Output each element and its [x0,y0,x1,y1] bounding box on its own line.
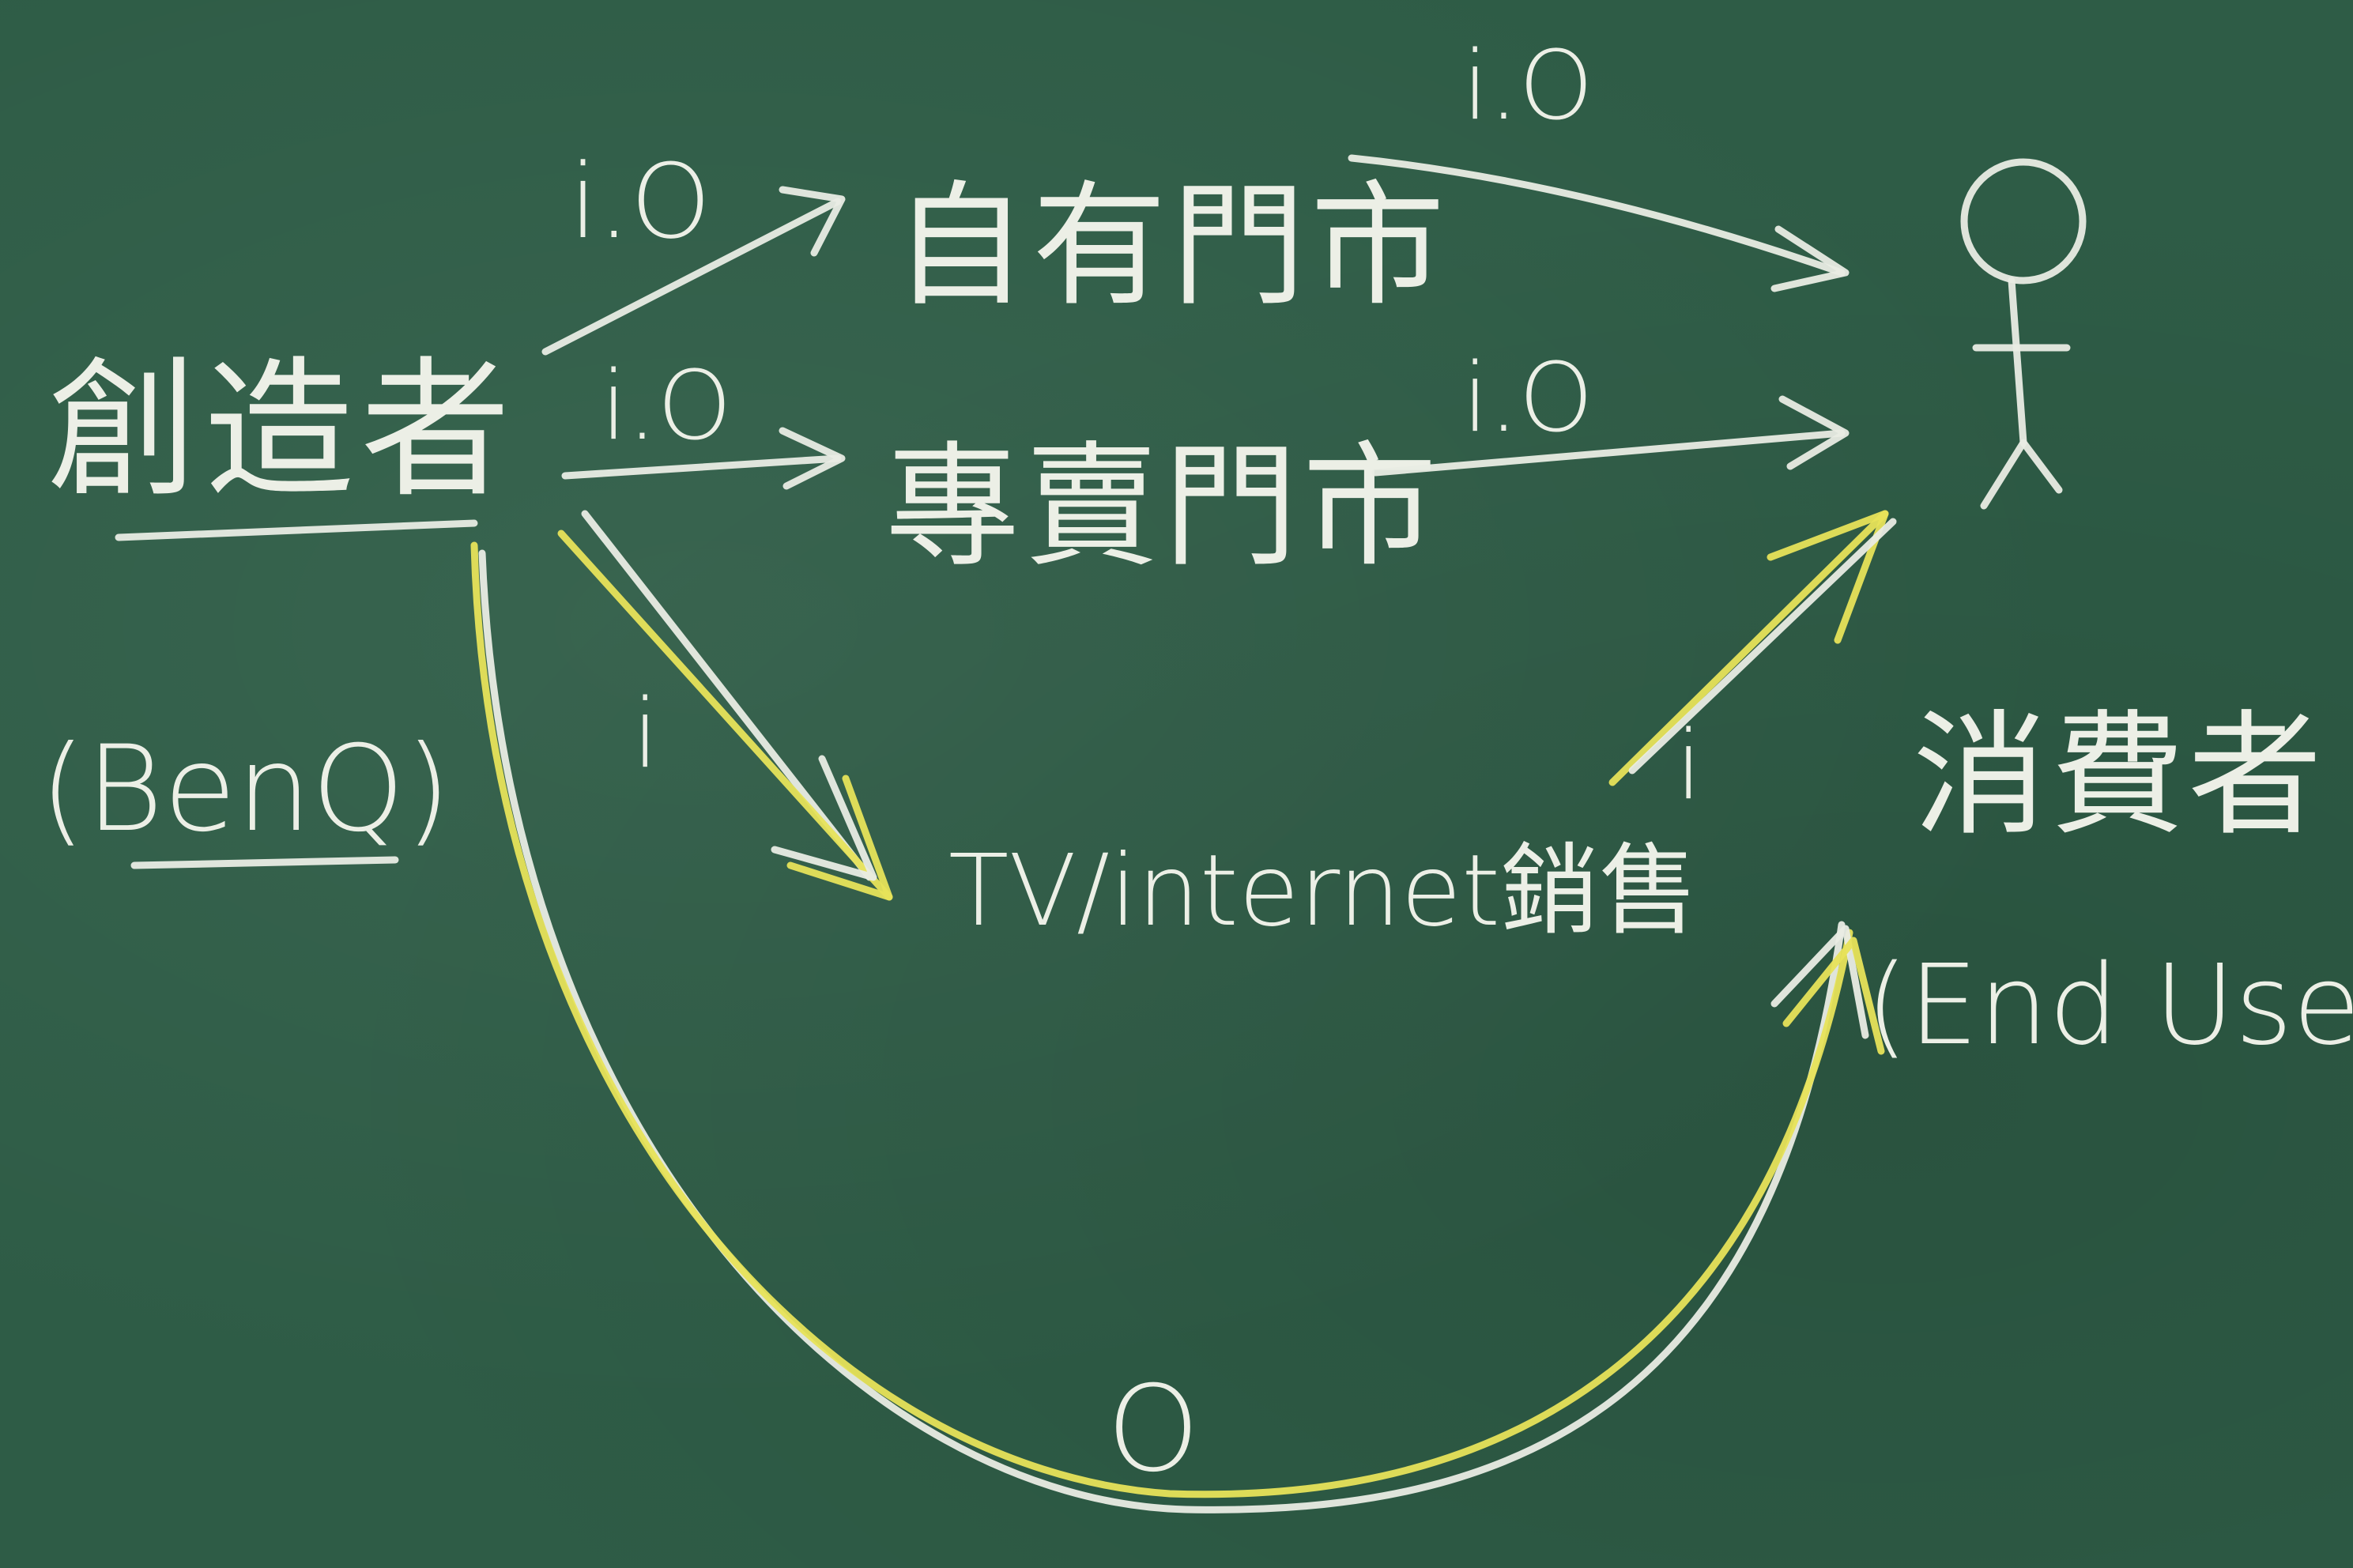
consumer-label: 消費者 [1913,698,2325,854]
retail-store-label: 自有門市 [893,168,1450,325]
node-consumer: 消費者 (End User) [1865,158,2353,1070]
manufacturer-underline [115,519,478,541]
edge-manufacturer-consumer-direct: O [470,541,1885,1513]
edge-label-direct: O [1107,1361,1200,1498]
edge-manufacturer-retail: i.O [541,141,846,356]
node-dealer-store: 專賣門市 [885,429,1442,586]
edge-tv-consumer: i [1608,510,1897,821]
edge-label-manufacturer-retail: i.O [569,141,711,262]
edge-label-manufacturer-dealer: i.O [601,352,732,462]
edge-label-dealer-consumer: i.O [1462,344,1593,454]
node-retail-store: 自有門市 [893,168,1450,325]
stick-figure-icon [1960,158,2087,510]
edge-manufacturer-dealer: i.O [561,352,846,490]
edge-retail-consumer: i.O [1348,32,1850,292]
node-tv-internet: TV/internet銷售 [948,834,1698,948]
manufacturer-sub: (BenQ) [40,721,451,858]
consumer-sub: (End User) [1865,941,2353,1070]
manufacturer-label: 創造者 [47,343,517,518]
edge-label-retail-consumer: i.O [1462,32,1593,141]
edge-dealer-consumer: i.O [1371,344,1850,477]
edge-label-manufacturer-tv: i [632,680,658,790]
node-manufacturer: 創造者 (BenQ) [40,343,517,869]
dealer-store-label: 專賣門市 [885,429,1442,586]
tv-internet-label: TV/internet銷售 [948,834,1698,948]
edge-label-tv-consumer: i [1676,711,1702,821]
edge-manufacturer-tv: i [557,510,893,901]
manufacturer-sub-underline [130,856,399,869]
